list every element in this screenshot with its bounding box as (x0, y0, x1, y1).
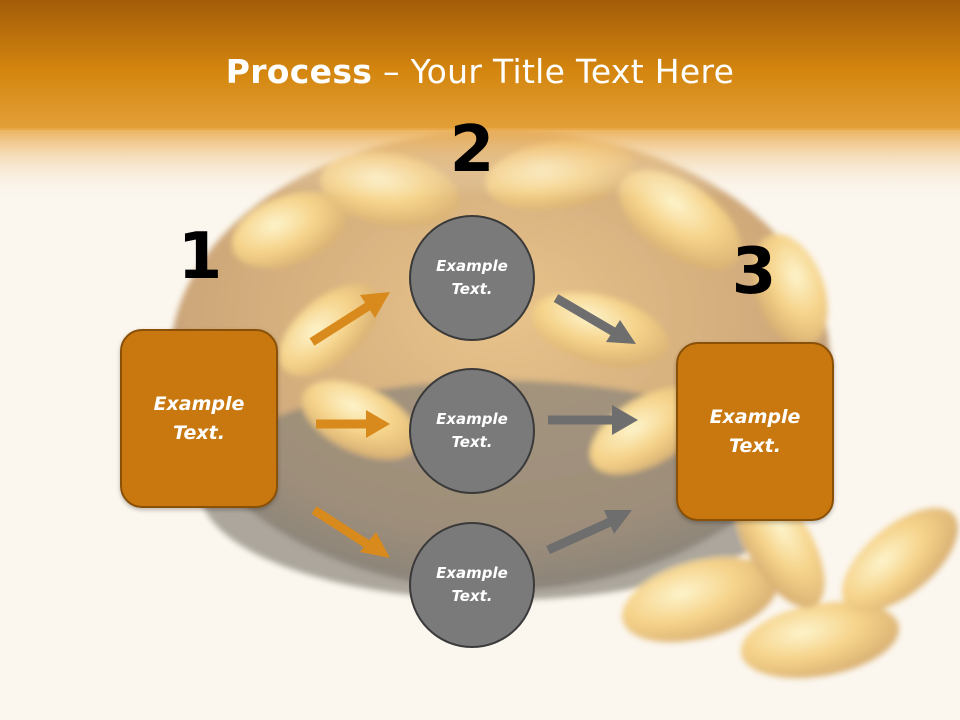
circle-bottom: Example Text. (409, 522, 535, 648)
circle-top: Example Text. (409, 215, 535, 341)
right-box-label: Example Text. (709, 405, 801, 457)
orange-arrow-up (309, 292, 390, 346)
page-title: Process – Your Title Text Here (0, 52, 960, 91)
left-text-box: Example Text. (120, 329, 278, 508)
title-rest: – Your Title Text Here (372, 52, 735, 91)
step-number-2: 2 (449, 113, 495, 187)
circle-middle: Example Text. (409, 368, 535, 494)
title-bold: Process (225, 52, 373, 91)
gray-arrow-down (553, 294, 636, 344)
orange-arrow-down (311, 506, 390, 558)
step-number-3: 3 (731, 235, 777, 309)
left-box-label: Example Text. (153, 392, 245, 444)
circle-bottom-label: Example Text. (436, 564, 508, 605)
orange-arrow-right (316, 410, 390, 438)
circle-middle-label: Example Text. (436, 410, 508, 451)
right-text-box: Example Text. (676, 342, 834, 521)
gray-arrow-right (548, 405, 638, 435)
circle-top-label: Example Text. (436, 257, 508, 298)
step-number-1: 1 (177, 220, 223, 294)
gray-arrow-up (546, 510, 632, 555)
